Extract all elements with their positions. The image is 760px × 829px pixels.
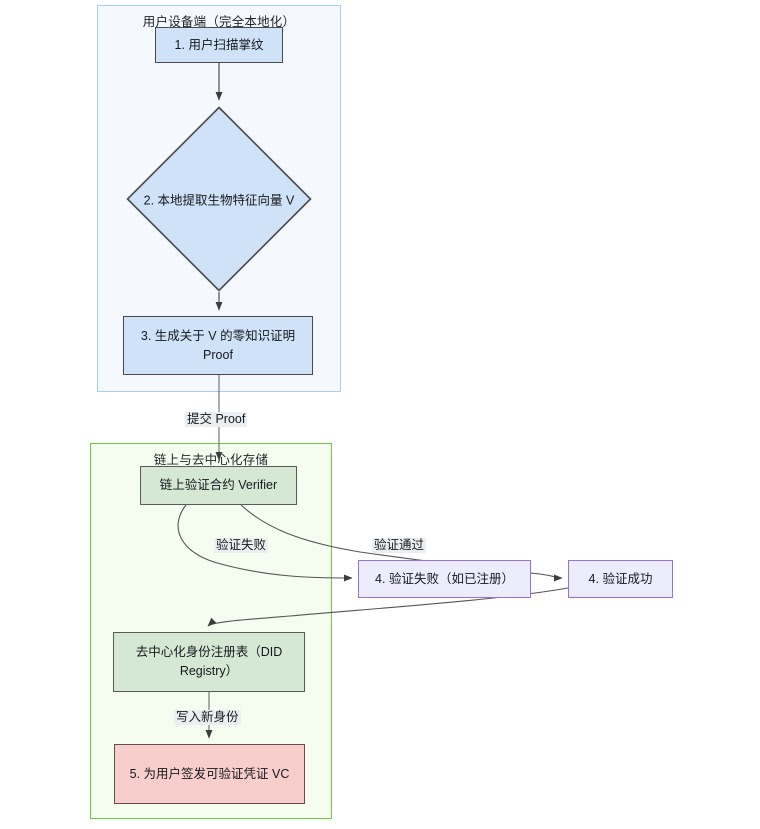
node-issue-vc-label: 5. 为用户签发可验证凭证 VC	[129, 766, 290, 781]
node-verification-success[interactable]: 4. 验证成功	[568, 560, 673, 598]
node-issue-vc[interactable]: 5. 为用户签发可验证凭证 VC	[114, 744, 305, 804]
node-verification-failed[interactable]: 4. 验证失败（如已注册）	[358, 560, 531, 598]
node-scan-palm[interactable]: 1. 用户扫描掌纹	[155, 27, 283, 63]
node-extract-feature-vector-label: 2. 本地提取生物特征向量 V	[143, 193, 295, 208]
node-extract-feature-vector[interactable]: 2. 本地提取生物特征向量 V	[126, 106, 312, 292]
diamond-shape-icon	[126, 106, 312, 292]
node-did-registry-label: 去中心化身份注册表（DID Registry）	[135, 645, 283, 678]
edge-label-verification-failed: 验证失败	[214, 538, 269, 553]
subgraph-onchain-storage-title: 链上与去中心化存储	[153, 453, 269, 467]
node-did-registry[interactable]: 去中心化身份注册表（DID Registry）	[113, 632, 305, 692]
node-onchain-verifier-label: 链上验证合约 Verifier	[159, 478, 278, 493]
edge-verifier-to-fail	[177, 504, 353, 582]
node-verification-failed-label: 4. 验证失败（如已注册）	[375, 571, 514, 586]
node-onchain-verifier[interactable]: 链上验证合约 Verifier	[140, 466, 297, 505]
edge-label-verification-passed: 验证通过	[372, 538, 427, 553]
node-verification-success-label: 4. 验证成功	[588, 571, 653, 586]
node-scan-palm-label: 1. 用户扫描掌纹	[174, 37, 264, 52]
edge-label-submit-proof: 提交 Proof	[185, 412, 248, 427]
node-generate-zk-proof[interactable]: 3. 生成关于 V 的零知识证明 Proof	[123, 316, 313, 375]
subgraph-user-device-title: 用户设备端（完全本地化）	[142, 15, 296, 29]
node-generate-zk-proof-label: 3. 生成关于 V 的零知识证明 Proof	[140, 328, 296, 362]
edge-label-write-new-identity: 写入新身份	[174, 710, 241, 725]
